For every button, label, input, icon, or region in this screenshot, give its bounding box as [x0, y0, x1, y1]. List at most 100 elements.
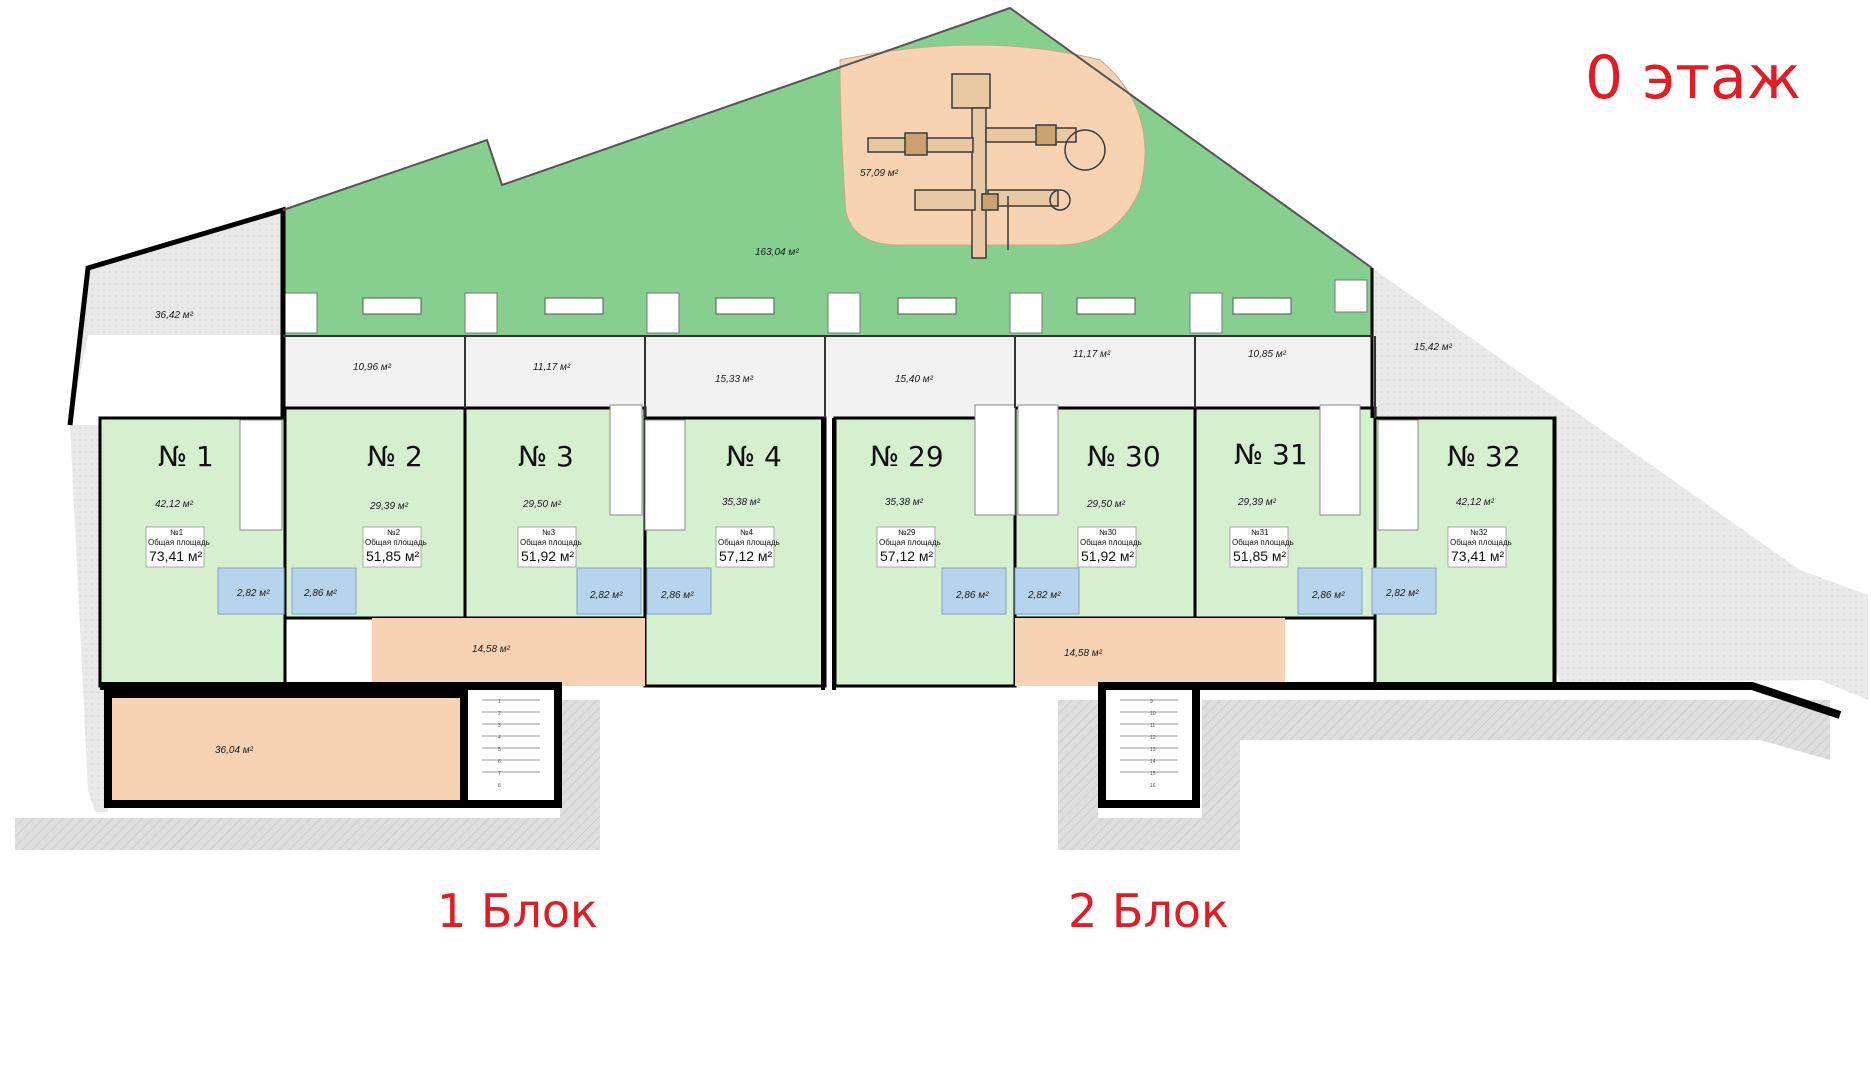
stairwell-1: [460, 682, 562, 808]
outer-walls: [67, 6, 1842, 719]
unit-29[interactable]: № 29 35,38 м² №29 Общая площадь 57,12 м²: [870, 440, 944, 568]
floor-title: 0 этаж: [1585, 43, 1801, 113]
bathroom-area: 2,86 м²: [660, 590, 694, 601]
stair-step-number: 11: [1150, 723, 1155, 729]
storage-room: [104, 690, 468, 808]
stair-step-number: 5: [498, 747, 501, 753]
stair-step-number: 4: [498, 735, 501, 741]
unit-number: № 1: [158, 440, 214, 473]
unit-total-area: 51,85 м²: [1233, 548, 1287, 564]
area-hall-1: 14,58 м²: [472, 644, 511, 655]
area-terrace: 11,17 м²: [1073, 349, 1111, 360]
unit-living-area: 29,50 м²: [522, 499, 562, 510]
unit-30[interactable]: № 30 29,50 м² №30 Общая площадь 51,92 м²: [1077, 440, 1161, 568]
stair-step-number: 13: [1150, 747, 1156, 753]
unit-code: №32: [1470, 528, 1488, 537]
bathroom-area: 2,82 м²: [589, 590, 623, 601]
stair-step-number: 12: [1150, 735, 1156, 741]
area-right-corner: 15,42 м²: [1414, 342, 1453, 353]
unit-card-label: Общая площадь: [718, 538, 780, 547]
unit-card-label: Общая площадь: [148, 538, 210, 547]
unit-code: №2: [387, 528, 401, 537]
stair-step-number: 8: [498, 783, 501, 789]
stair-step-number: 15: [1150, 771, 1156, 777]
unit-card-label: Общая площадь: [1080, 538, 1142, 547]
unit-31[interactable]: № 31 29,39 м² №31 Общая площадь 51,85 м²: [1229, 438, 1308, 568]
area-terrace: 11,17 м²: [533, 362, 571, 373]
unit-number: № 3: [518, 440, 574, 473]
unit-number: № 29: [870, 440, 944, 473]
unit-code: №4: [740, 528, 754, 537]
playground-equipment: [867, 73, 1106, 259]
unit-4[interactable]: № 4 35,38 м² №4 Общая площадь 57,12 м²: [715, 440, 782, 568]
ground-hatch-strip-left: [15, 818, 600, 850]
bathroom-area: 2,86 м²: [955, 590, 989, 601]
unit-32[interactable]: № 32 42,12 м² №32 Общая площадь 73,41 м²: [1447, 440, 1521, 568]
unit-number: № 2: [367, 440, 423, 473]
stair-treads: [482, 699, 1178, 773]
hall-1: [372, 618, 645, 686]
stair-step-number: 9: [1150, 699, 1153, 705]
unit-card-label: Общая площадь: [365, 538, 427, 547]
unit-card-label: Общая площадь: [1232, 538, 1294, 547]
stair-step-number: 1: [498, 699, 501, 705]
unit-total-area: 73,41 м²: [149, 548, 203, 564]
area-left-corner: 36,42 м²: [155, 310, 194, 321]
stair-step-numbers: 1 2 3 4 5 6 7 8 9 10 11 12 13 14 15 16: [498, 699, 1156, 789]
stair-step-number: 6: [498, 759, 501, 765]
unit-code: №31: [1251, 528, 1269, 537]
unit-total-area: 51,85 м²: [366, 548, 420, 564]
unit-1[interactable]: № 1 42,12 м² №1 Общая площадь 73,41 м²: [145, 440, 214, 568]
terrace-dividers: [464, 336, 1376, 418]
bathrooms: [217, 567, 1437, 615]
area-green-yard: 163,04 м²: [755, 247, 799, 258]
unit-2[interactable]: № 2 29,39 м² №2 Общая площадь 51,85 м²: [362, 440, 427, 568]
unit-living-area: 42,12 м²: [155, 499, 194, 510]
unit-total-area: 51,92 м²: [1081, 548, 1135, 564]
unit-code: №29: [898, 528, 916, 537]
area-terrace: 10,96 м²: [353, 362, 392, 373]
area-terrace: 15,33 м²: [715, 374, 754, 385]
right-corner-area: [1372, 268, 1868, 700]
stairwell-2: [1098, 682, 1200, 808]
area-hall-2: 14,58 м²: [1064, 648, 1103, 659]
hall-2: [1015, 618, 1285, 686]
terrace-strip: [283, 336, 1372, 418]
stair-step-number: 16: [1150, 783, 1156, 789]
area-terrace: 15,40 м²: [895, 374, 934, 385]
unit-card-label: Общая площадь: [520, 538, 582, 547]
unit-number: № 32: [1447, 440, 1521, 473]
stair-step-number: 10: [1150, 711, 1156, 717]
ground-hatch-right: [1058, 700, 1830, 850]
inner-stairs: [239, 404, 1419, 531]
stair-step-number: 7: [498, 771, 501, 777]
stair-step-number: 14: [1150, 759, 1156, 765]
unit-living-area: 35,38 м²: [885, 497, 924, 508]
bathroom-area: 2,86 м²: [303, 588, 337, 599]
stair-step-number: 3: [498, 723, 501, 729]
unit-code: №3: [542, 528, 556, 537]
unit-code: №1: [170, 528, 184, 537]
bathroom-area: 2,82 м²: [1027, 590, 1061, 601]
block-2-label: 2 Блок: [1068, 884, 1229, 938]
unit-3[interactable]: № 3 29,50 м² №3 Общая площадь 51,92 м²: [517, 440, 582, 568]
unit-card-label: Общая площадь: [879, 538, 941, 547]
unit-total-area: 57,12 м²: [719, 548, 773, 564]
entry-steps: [284, 279, 1368, 334]
bathroom-area: 2,86 м²: [1311, 590, 1345, 601]
unit-total-area: 51,92 м²: [521, 548, 575, 564]
unit-living-area: 29,50 м²: [1086, 499, 1126, 510]
unit-living-area: 29,39 м²: [1237, 497, 1277, 508]
unit-total-area: 57,12 м²: [880, 548, 934, 564]
unit-number: № 31: [1234, 438, 1308, 471]
unit-number: № 4: [726, 440, 782, 473]
unit-total-area: 73,41 м²: [1451, 548, 1505, 564]
unit-number: № 30: [1087, 440, 1161, 473]
area-playground: 57,09 м²: [860, 168, 899, 179]
left-corner-area: [70, 210, 283, 425]
bathroom-area: 2,82 м²: [1385, 588, 1419, 599]
area-storage: 36,04 м²: [215, 745, 254, 756]
unit-card-label: Общая площадь: [1450, 538, 1512, 547]
unit-code: №30: [1099, 528, 1117, 537]
